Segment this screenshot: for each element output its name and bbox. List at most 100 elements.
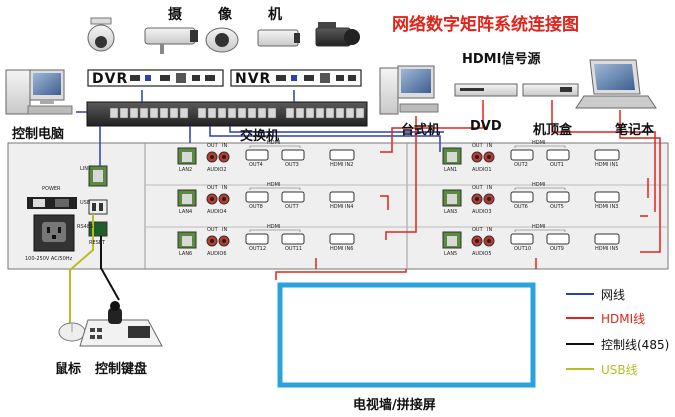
link-port [88,165,108,187]
control-pc-label: 控制电脑 [12,127,65,142]
audio-label: AUDIO5 [472,251,492,257]
power-label: POWER [42,186,61,192]
desktop-label: 台式机 [401,123,441,138]
hdmi-out-port [245,191,269,203]
in-label: IN [222,185,228,191]
out-port-label: OUT8 [249,204,263,210]
input-output-cards [177,145,620,249]
audio-jack-hole [222,239,226,243]
out-port-label: OUT9 [550,246,564,252]
lan-label: LAN3 [444,209,458,215]
hdmi-label: HDMI [267,140,281,146]
audio-jack-hole [210,239,214,243]
audio-jack-hole [475,197,479,201]
lan-port-socket [447,152,457,162]
switch-label: 交换机 [240,129,280,144]
legend-lines [566,293,594,370]
diagram-title: 网络数字矩阵系统连接图 [392,15,579,35]
out-port-label: OUT11 [285,246,303,252]
camera-label-3: 机 [268,7,282,23]
mouse-label: 鼠标 [55,362,82,377]
hdmi-in-label: HDMI IN1 [595,162,619,168]
out-label: OUT [472,185,483,191]
usb-label: USB [80,200,91,206]
out-port-label: OUT5 [550,204,564,210]
hdmi-out-port [281,233,305,245]
hdmi-in-label: HDMI IN2 [330,162,354,168]
hdmi-wire-stb [551,100,656,212]
hdmi-out-port [245,233,269,245]
reset-label: RESET [89,240,106,246]
voltage-label: 100-250V AC/50Hz [25,256,73,262]
hdmi-in-port [329,149,355,161]
lan-label: LAN4 [179,209,193,215]
in-label: IN [487,143,493,149]
speed-dome-camera [87,17,115,52]
lan-label: LAN1 [444,167,458,173]
rs485-wire [100,236,120,301]
hdmi-bracket [249,187,301,190]
hdmi-bracket [514,145,566,148]
audio-jack-hole [210,155,214,159]
hdmi-label: HDMI [267,182,281,188]
hdmi-in-label: HDMI IN3 [595,204,619,210]
hdmi-in-label: HDMI IN6 [330,246,354,252]
desktop-pc [379,65,439,115]
net-wire-panel-3 [229,126,444,133]
lan-port-socket [447,194,457,204]
hdmi-out-port [546,233,570,245]
hdmi-out-port [510,149,534,161]
out-port-label: OUT6 [514,204,528,210]
legend-text-network: 网线 [601,288,626,302]
out-port-label: OUT1 [550,162,564,168]
hdmi-label: HDMI [532,182,546,188]
camera-label-2: 像 [218,7,232,23]
out-label: OUT [207,227,218,233]
hdmi-bracket [249,145,301,148]
bullet-camera [144,27,198,54]
lan-label: LAN5 [444,251,458,257]
nvr-label: NVR [235,71,272,87]
network-switch [86,101,368,127]
dvr-label: DVR [92,71,129,87]
audio-jack-hole [487,197,491,201]
hdmi-in-port [329,191,355,203]
hdmi-bracket [514,229,566,232]
audio-label: AUDIO6 [207,251,227,257]
hdmi-wire-dvd [380,100,484,153]
matrix-panel [7,142,669,270]
audio-label: AUDIO2 [207,167,227,173]
usb-wire [69,214,94,330]
dvr-rear-ports [130,73,215,83]
hdmi-bracket [514,187,566,190]
ip-camera [257,29,300,47]
laptop-label: 笔记本 [615,123,655,138]
net-wire-panel-2 [209,126,441,152]
out-port-label: OUT3 [285,162,299,168]
audio-label: AUDIO4 [207,209,227,215]
camcorder [315,22,360,47]
hdmi-in-port [594,149,620,161]
hdmi-out-port [510,233,534,245]
out-port-label: OUT4 [249,162,263,168]
audio-jack-hole [475,155,479,159]
rs485-label: RS485 [77,224,94,230]
control-keyboard [79,301,163,347]
hdmi-wire-in4 [380,195,389,210]
out-label: OUT [472,143,483,149]
camera-label-1: 摄 [168,7,182,23]
video-wall-box [277,282,536,388]
hdmi-out-port [546,191,570,203]
hdmi-in-label: HDMI IN5 [595,246,619,252]
usb-port [88,199,108,215]
link-label: LINK [80,166,92,172]
hdmi-out-port [245,149,269,161]
stb-label: 机顶盒 [533,123,573,138]
hdmi-out-port [510,191,534,203]
out-port-label: OUT10 [514,246,532,252]
hdmi-in-port [594,233,620,245]
lan-port-socket [182,236,192,246]
keyboard-label: 控制键盘 [95,362,148,377]
